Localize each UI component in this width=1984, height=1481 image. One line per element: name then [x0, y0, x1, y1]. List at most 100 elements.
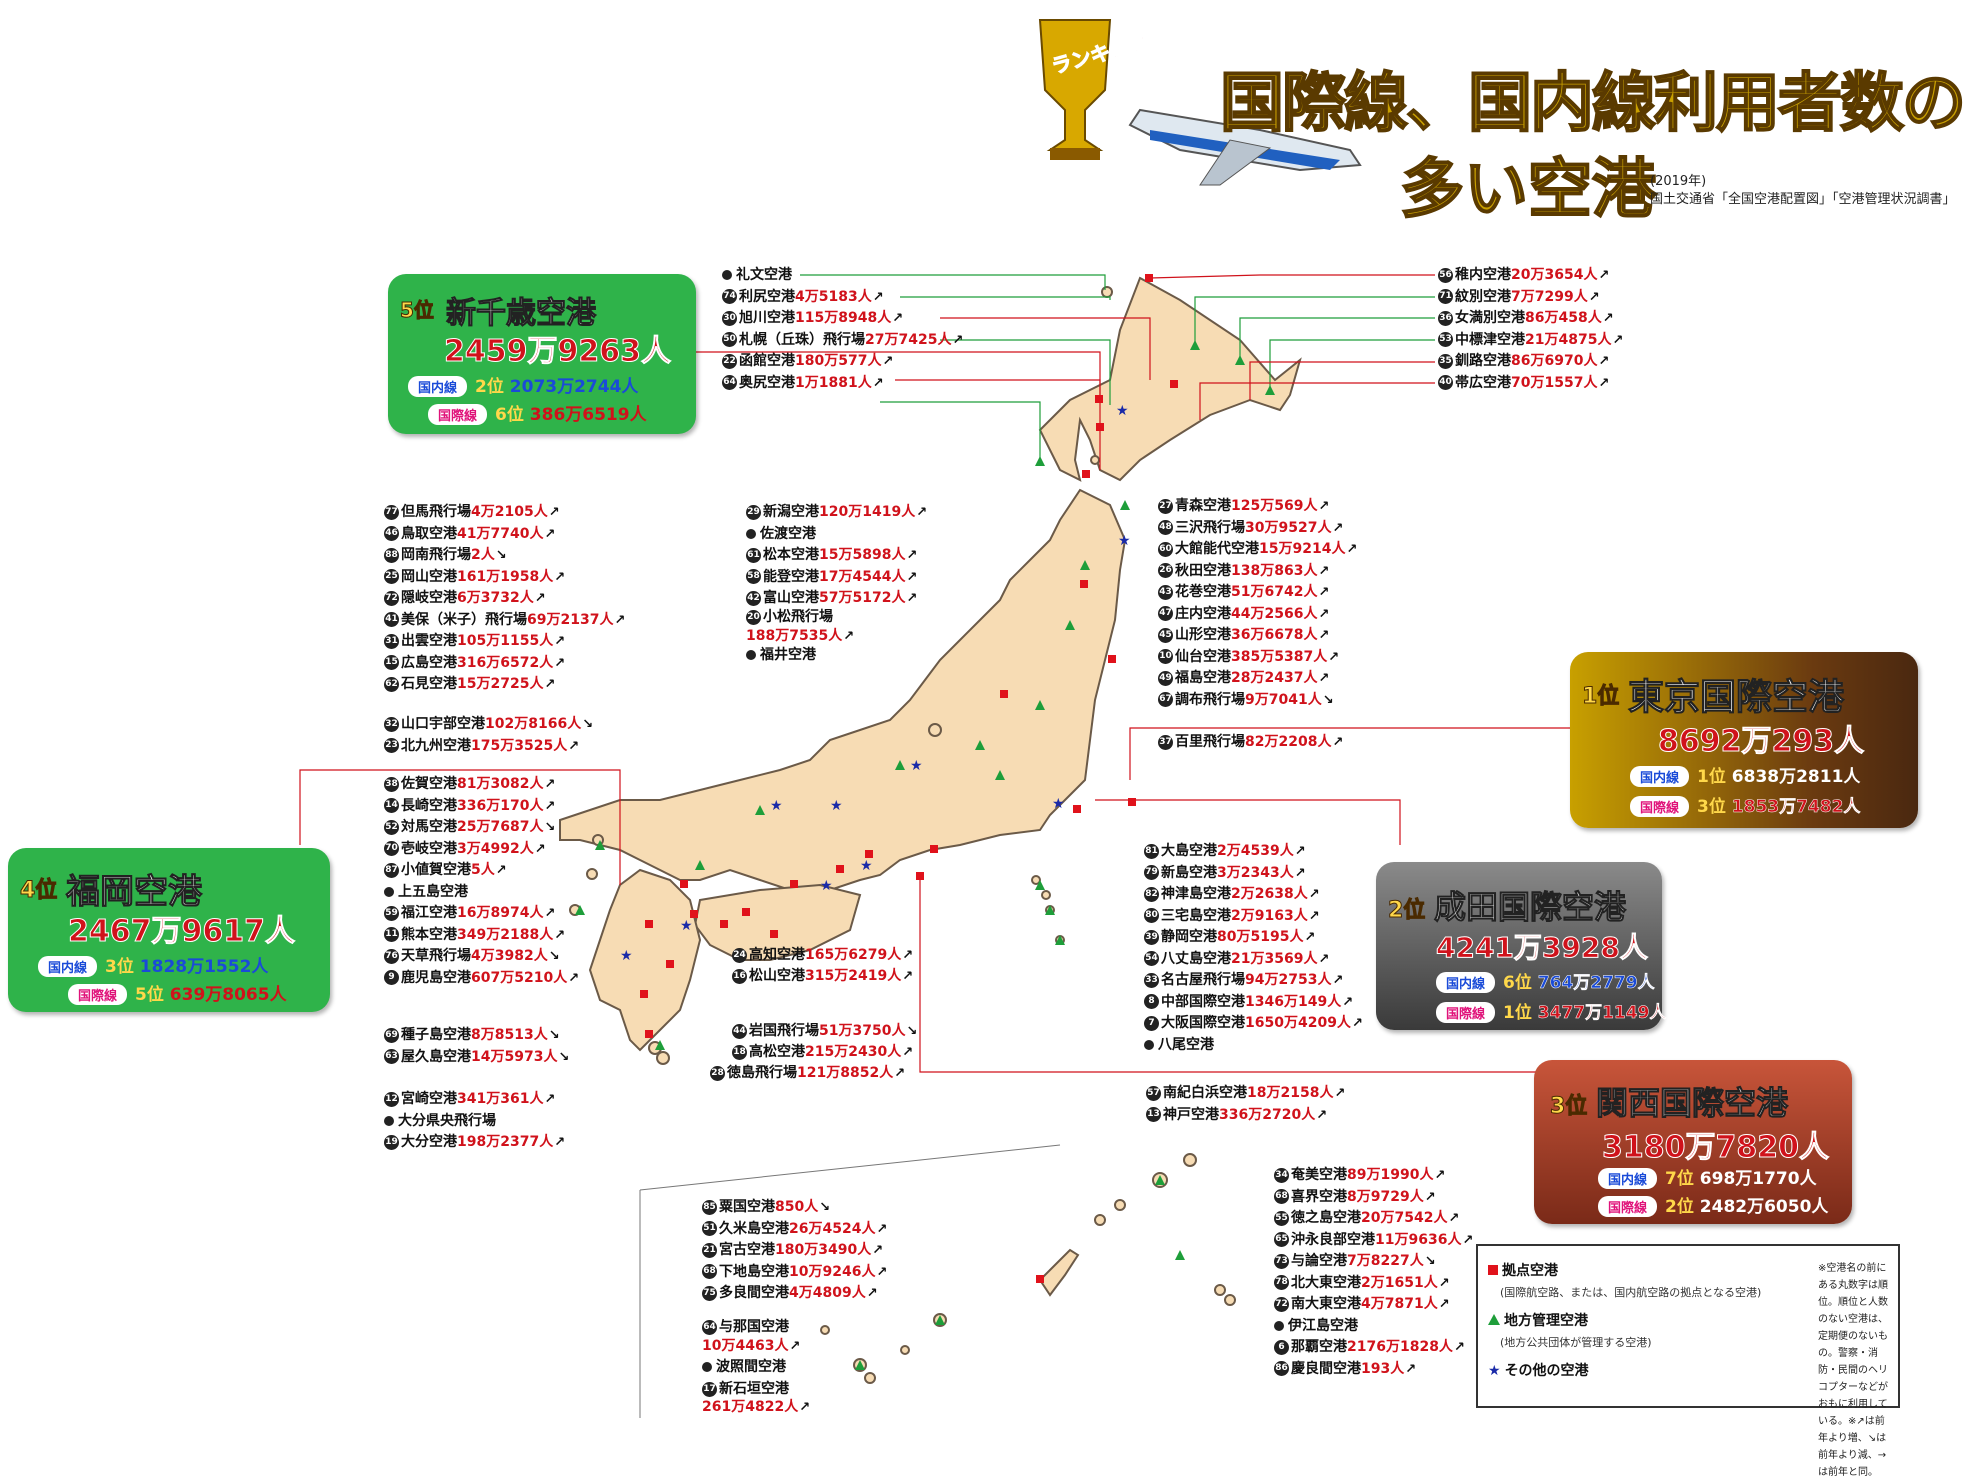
rank-number: 72: [1274, 1296, 1289, 1312]
trend-arrow-icon: ↗: [1294, 844, 1306, 859]
rank-number: 75: [702, 1285, 717, 1301]
rank-number: 19: [384, 1134, 399, 1150]
international-rank: 1位: [1503, 1003, 1532, 1023]
passenger-count: 2万1651人: [1361, 1274, 1438, 1291]
bullet-icon: [746, 650, 756, 660]
rank-number: 59: [384, 905, 399, 921]
passenger-count: 8万8513人: [471, 1027, 548, 1043]
passenger-count: 607万5210人: [471, 969, 568, 986]
airport-name: 岡山空港: [401, 568, 457, 585]
trend-arrow-icon: ↘: [1424, 1254, 1436, 1269]
airport-name: 仙台空港: [1175, 648, 1231, 665]
rank-number: 64: [702, 1319, 717, 1335]
honshu-shape: [559, 488, 1127, 891]
rank-number: 60: [1158, 541, 1173, 557]
domestic-rank: 3位: [105, 957, 134, 977]
rank-number: 81: [1144, 843, 1159, 859]
rank-number: 16: [732, 968, 747, 984]
trend-arrow-icon: ↘: [495, 548, 507, 563]
rank-number: 11: [384, 927, 399, 942]
rank-number: 88: [384, 547, 399, 563]
title-line-1: 国際線、国内線利用者数の: [1219, 66, 1967, 142]
international-rank: 3位: [1697, 797, 1726, 817]
airport-name: 大分県央飛行場: [398, 1112, 496, 1129]
airport-name: 静岡空港: [1161, 929, 1217, 945]
passenger-count: 86万6970人: [1511, 353, 1598, 369]
passenger-count: 86万458人: [1525, 310, 1602, 326]
trend-arrow-icon: ↘: [548, 949, 560, 964]
legend-hub: 拠点空港: [1488, 1260, 1558, 1280]
japan-map: ★ ★ ★ ★ ★ ★ ★ ★ ★ ★: [299, 19, 1570, 1418]
trend-arrow-icon: ↗: [534, 841, 546, 857]
passenger-count: 94万2753人: [1245, 972, 1332, 988]
passenger-count: 21万3569人: [1231, 950, 1318, 967]
legend: 拠点空港 (国際航空路、または、国内航空路の拠点となる空港) 地方管理空港 (地…: [1476, 1244, 1900, 1478]
rank-number: 74: [722, 289, 737, 304]
rank-number: 51: [702, 1221, 717, 1236]
domestic-rank: 7位: [1665, 1169, 1694, 1189]
domestic-tag: 国内線: [1436, 972, 1496, 993]
passenger-count: 18万2158人: [1247, 1085, 1334, 1101]
passenger-count: 138万863人: [1231, 562, 1318, 579]
title-line-2: 多い空港: [1399, 152, 1657, 228]
airport-name: 新石垣空港: [719, 1381, 789, 1397]
passenger-count: 316万6572人: [457, 654, 554, 671]
rank-number: 54: [1144, 951, 1159, 966]
airport-name: 大阪国際空港: [1161, 1015, 1245, 1031]
rank-number: 50: [722, 332, 737, 347]
rank-number: 70: [384, 841, 399, 856]
airport-name: 奥尻空港: [739, 374, 795, 391]
trend-arrow-icon: ↘: [558, 1049, 570, 1065]
trend-arrow-icon: ↗: [876, 1221, 888, 1237]
trend-arrow-icon: ↗: [1318, 628, 1330, 643]
trend-arrow-icon: ↗: [554, 1135, 566, 1150]
rank-number: 18: [732, 1044, 747, 1060]
passenger-count: 336万170人: [457, 797, 544, 814]
airport-name: 花巻空港: [1175, 584, 1231, 600]
passenger-count: 41万7740人: [457, 525, 544, 542]
passenger-count: 51万3750人: [819, 1023, 906, 1039]
trend-arrow-icon: ↗: [1318, 585, 1330, 600]
passenger-count: 14万5973人: [471, 1048, 558, 1065]
passenger-count: 102万8166人: [485, 716, 582, 732]
airport-name: 松山空港: [749, 968, 805, 984]
rank-number: 20: [746, 609, 761, 625]
airport-name: 対馬空港: [401, 819, 457, 835]
passenger-count: 349万2188人: [457, 926, 554, 943]
airport-label: 伊江島空港: [1274, 1317, 1358, 1335]
airport-label: 礼文空港: [722, 266, 792, 284]
trend-arrow-icon: ↗: [1598, 375, 1610, 391]
airplane-icon: [1128, 108, 1362, 186]
legend-hub-label: 拠点空港: [1502, 1263, 1558, 1279]
airport-name: 帯広空港: [1455, 374, 1511, 391]
trophy-icon: [1038, 19, 1112, 160]
passenger-count: 51万6742人: [1231, 584, 1318, 600]
airport-name: 北大東空港: [1291, 1274, 1361, 1291]
trend-arrow-icon: ↗: [1351, 1016, 1363, 1031]
rank-number: 56: [1438, 267, 1453, 283]
airport-name: 与那国空港: [719, 1319, 789, 1335]
trend-arrow-icon: ↗: [906, 548, 918, 563]
airport-label-fukui: 福井空港: [746, 646, 816, 664]
passenger-count: 30万9527人: [1245, 519, 1332, 536]
